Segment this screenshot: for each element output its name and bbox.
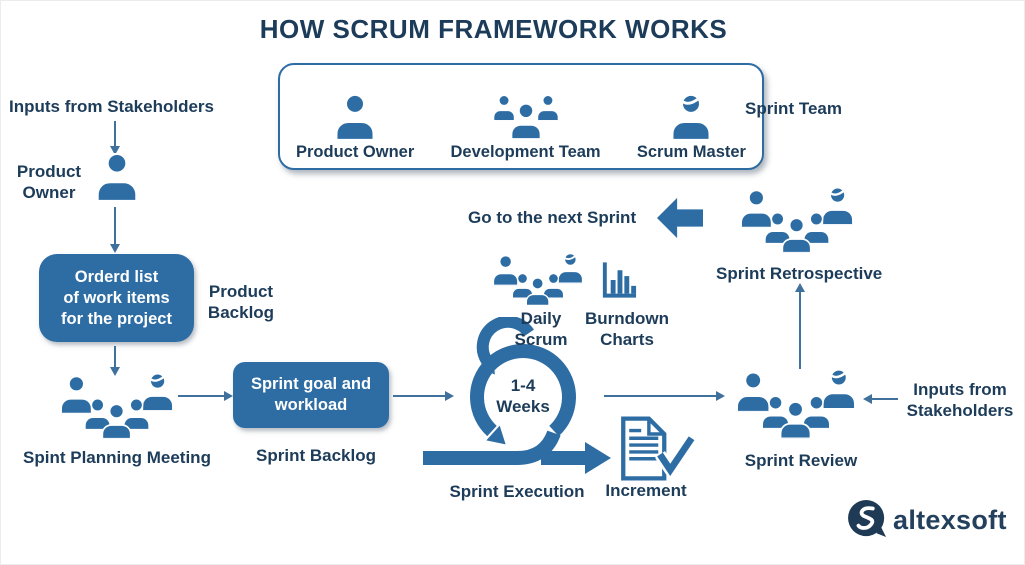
arrow-down-backlog-to-planning: [110, 346, 120, 376]
sprint-goal-box: Sprint goal and workload: [233, 362, 389, 428]
product-owner-label: Product Owner: [16, 162, 82, 202]
member-label: Product Owner: [296, 143, 415, 161]
daily-scrum-label: Daily Scrum: [514, 309, 568, 349]
sprint-team-label: Sprint Team: [745, 99, 842, 118]
sprint-team-box: Product Owner Development Team Scrum Mas…: [278, 63, 764, 170]
altexsoft-logo-icon: [848, 500, 888, 538]
arrow-right-sprint-to-review: [604, 391, 725, 401]
inputs-stakeholders-right-label: Inputs from Stakeholders: [906, 380, 1014, 420]
bar-chart-icon: [598, 258, 639, 302]
arrow-down-owner-to-backlog: [110, 207, 120, 253]
member-label: Development Team: [450, 143, 601, 161]
member-product-owner: Product Owner: [296, 94, 414, 162]
arrow-down-inputs-to-owner: [110, 121, 120, 155]
burndown-charts-label: Burndown Charts: [584, 309, 670, 349]
sprint-planning-label: Spint Planning Meeting: [23, 448, 211, 467]
arrow-right-planning-to-goal: [178, 391, 233, 401]
sprint-backlog-label: Sprint Backlog: [256, 446, 376, 465]
product-backlog-label: Product Backlog: [207, 282, 275, 322]
sprint-execution-label: Sprint Execution: [449, 482, 585, 501]
sprint-duration-label: 1-4 Weeks: [496, 376, 550, 416]
page-title: HOW SCRUM FRAMEWORK WORKS: [259, 14, 728, 44]
brand-name: altexsoft: [893, 505, 1007, 535]
loop-arrow-icon: [423, 317, 611, 474]
inputs-stakeholders-left-label: Inputs from Stakeholders: [9, 97, 214, 116]
people-meeting-icon: [738, 187, 856, 261]
person-swoosh-icon: [669, 94, 713, 140]
ordered-list-box: Orderd list of work items for the projec…: [39, 254, 194, 342]
person-icon: [94, 153, 140, 201]
next-sprint-label: Go to the next Sprint: [468, 208, 637, 227]
block-arrow-left-icon: [657, 197, 703, 239]
member-scrum-master: Scrum Master: [637, 94, 746, 162]
arrow-right-goal-to-sprint: [393, 391, 454, 401]
arrow-left-stakeholders-to-review: [863, 394, 898, 404]
people-meeting-icon: [734, 369, 858, 447]
sprint-review-label: Sprint Review: [744, 451, 858, 470]
person-icon: [333, 94, 377, 140]
sprint-retrospective-label: Sprint Retrospective: [716, 264, 883, 283]
member-development-team: Development Team: [451, 95, 601, 163]
people-meeting-icon: [58, 373, 176, 447]
arrow-up-review-to-retrospective: [795, 283, 805, 369]
member-label: Scrum Master: [636, 143, 746, 161]
document-check-icon: [613, 416, 695, 481]
people-meeting-icon: [491, 253, 585, 312]
increment-label: Increment: [605, 481, 687, 500]
people-group-icon: [487, 95, 565, 141]
